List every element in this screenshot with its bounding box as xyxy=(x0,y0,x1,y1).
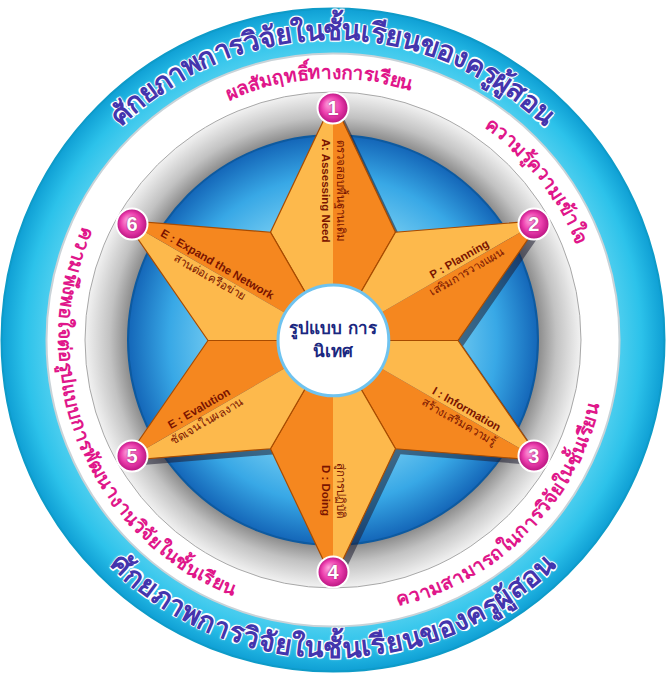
badge-fill xyxy=(318,557,349,588)
arm-outline xyxy=(271,100,396,340)
arc-glyph: า xyxy=(321,60,333,85)
step-code: D : Doing xyxy=(318,464,333,515)
arc-glyph: น xyxy=(341,13,362,50)
arm-light-half xyxy=(333,340,396,580)
callout-number: 1 xyxy=(327,96,338,120)
number-badge: 3 xyxy=(517,439,551,473)
callout-number: 4 xyxy=(327,560,338,584)
arc-glyph: ก xyxy=(341,60,354,85)
step-label: สู่การปฏิบัติ xyxy=(333,463,348,518)
badge-fill xyxy=(117,441,148,472)
number-badge: 1 xyxy=(316,91,350,125)
arc-glyph: ธิ์ xyxy=(295,61,310,87)
arc-glyph: ง xyxy=(332,60,341,85)
ring-fill xyxy=(2,9,665,672)
callout-number: 6 xyxy=(127,212,138,236)
star-shadow xyxy=(130,106,546,586)
arc-glyph: จ xyxy=(53,328,78,340)
callout-number: 2 xyxy=(528,212,539,236)
arm-label-group: D : Doingสู่การปฏิบัติ xyxy=(318,463,348,518)
arm-outline xyxy=(94,166,364,394)
arc-glyph: น xyxy=(341,630,362,667)
arm-dark-half xyxy=(125,166,364,340)
number-badge: 2 xyxy=(517,207,551,241)
badge-fill xyxy=(518,441,549,472)
step-code: A: Assessing Need xyxy=(318,138,333,242)
step-label: ตรวจสอบพื้นฐานเดิม xyxy=(333,139,348,241)
inner-band: ผลสัมฤทธิ์ทางการเรียนความรู้ความเข้าใจคว… xyxy=(45,52,621,628)
arc-glyph: น xyxy=(303,13,324,50)
number-badge: 4 xyxy=(316,555,350,589)
ring-fill xyxy=(47,54,620,627)
arc-glyph: ชั้ xyxy=(323,13,342,49)
center-fill xyxy=(278,285,389,396)
center-title: รูปแบบ การนิเทศ xyxy=(287,317,379,363)
center-circle: รูปแบบ การนิเทศ xyxy=(276,283,391,398)
number-badge: 5 xyxy=(115,439,149,473)
arc-glyph: ชั้ xyxy=(323,631,342,667)
arc-glyph: อ xyxy=(53,307,79,320)
callout-number: 3 xyxy=(528,444,539,468)
badge-fill xyxy=(518,209,549,240)
callout-number: 5 xyxy=(127,444,138,468)
arm-label-group: A: Assessing Needตรวจสอบพื้นฐานเดิม xyxy=(318,138,348,242)
number-badge: 6 xyxy=(115,207,149,241)
arc-glyph: ท xyxy=(308,60,323,86)
arc-glyph: น xyxy=(303,630,324,667)
badge-fill xyxy=(117,209,148,240)
center-outline xyxy=(276,283,391,398)
outer-band: ศักยภาพการวิจัยในชั้นเรียนของครูผู้สอนศั… xyxy=(0,7,666,673)
badge-fill xyxy=(318,93,349,124)
arc-glyph: ใ xyxy=(53,318,78,329)
gray-bevel-ring xyxy=(85,92,581,588)
arm-outline xyxy=(271,340,396,580)
arc-glyph: ต่ xyxy=(53,339,78,351)
outcome-label: ผลสัมฤทธิ์ทางการเรียน xyxy=(219,60,419,105)
